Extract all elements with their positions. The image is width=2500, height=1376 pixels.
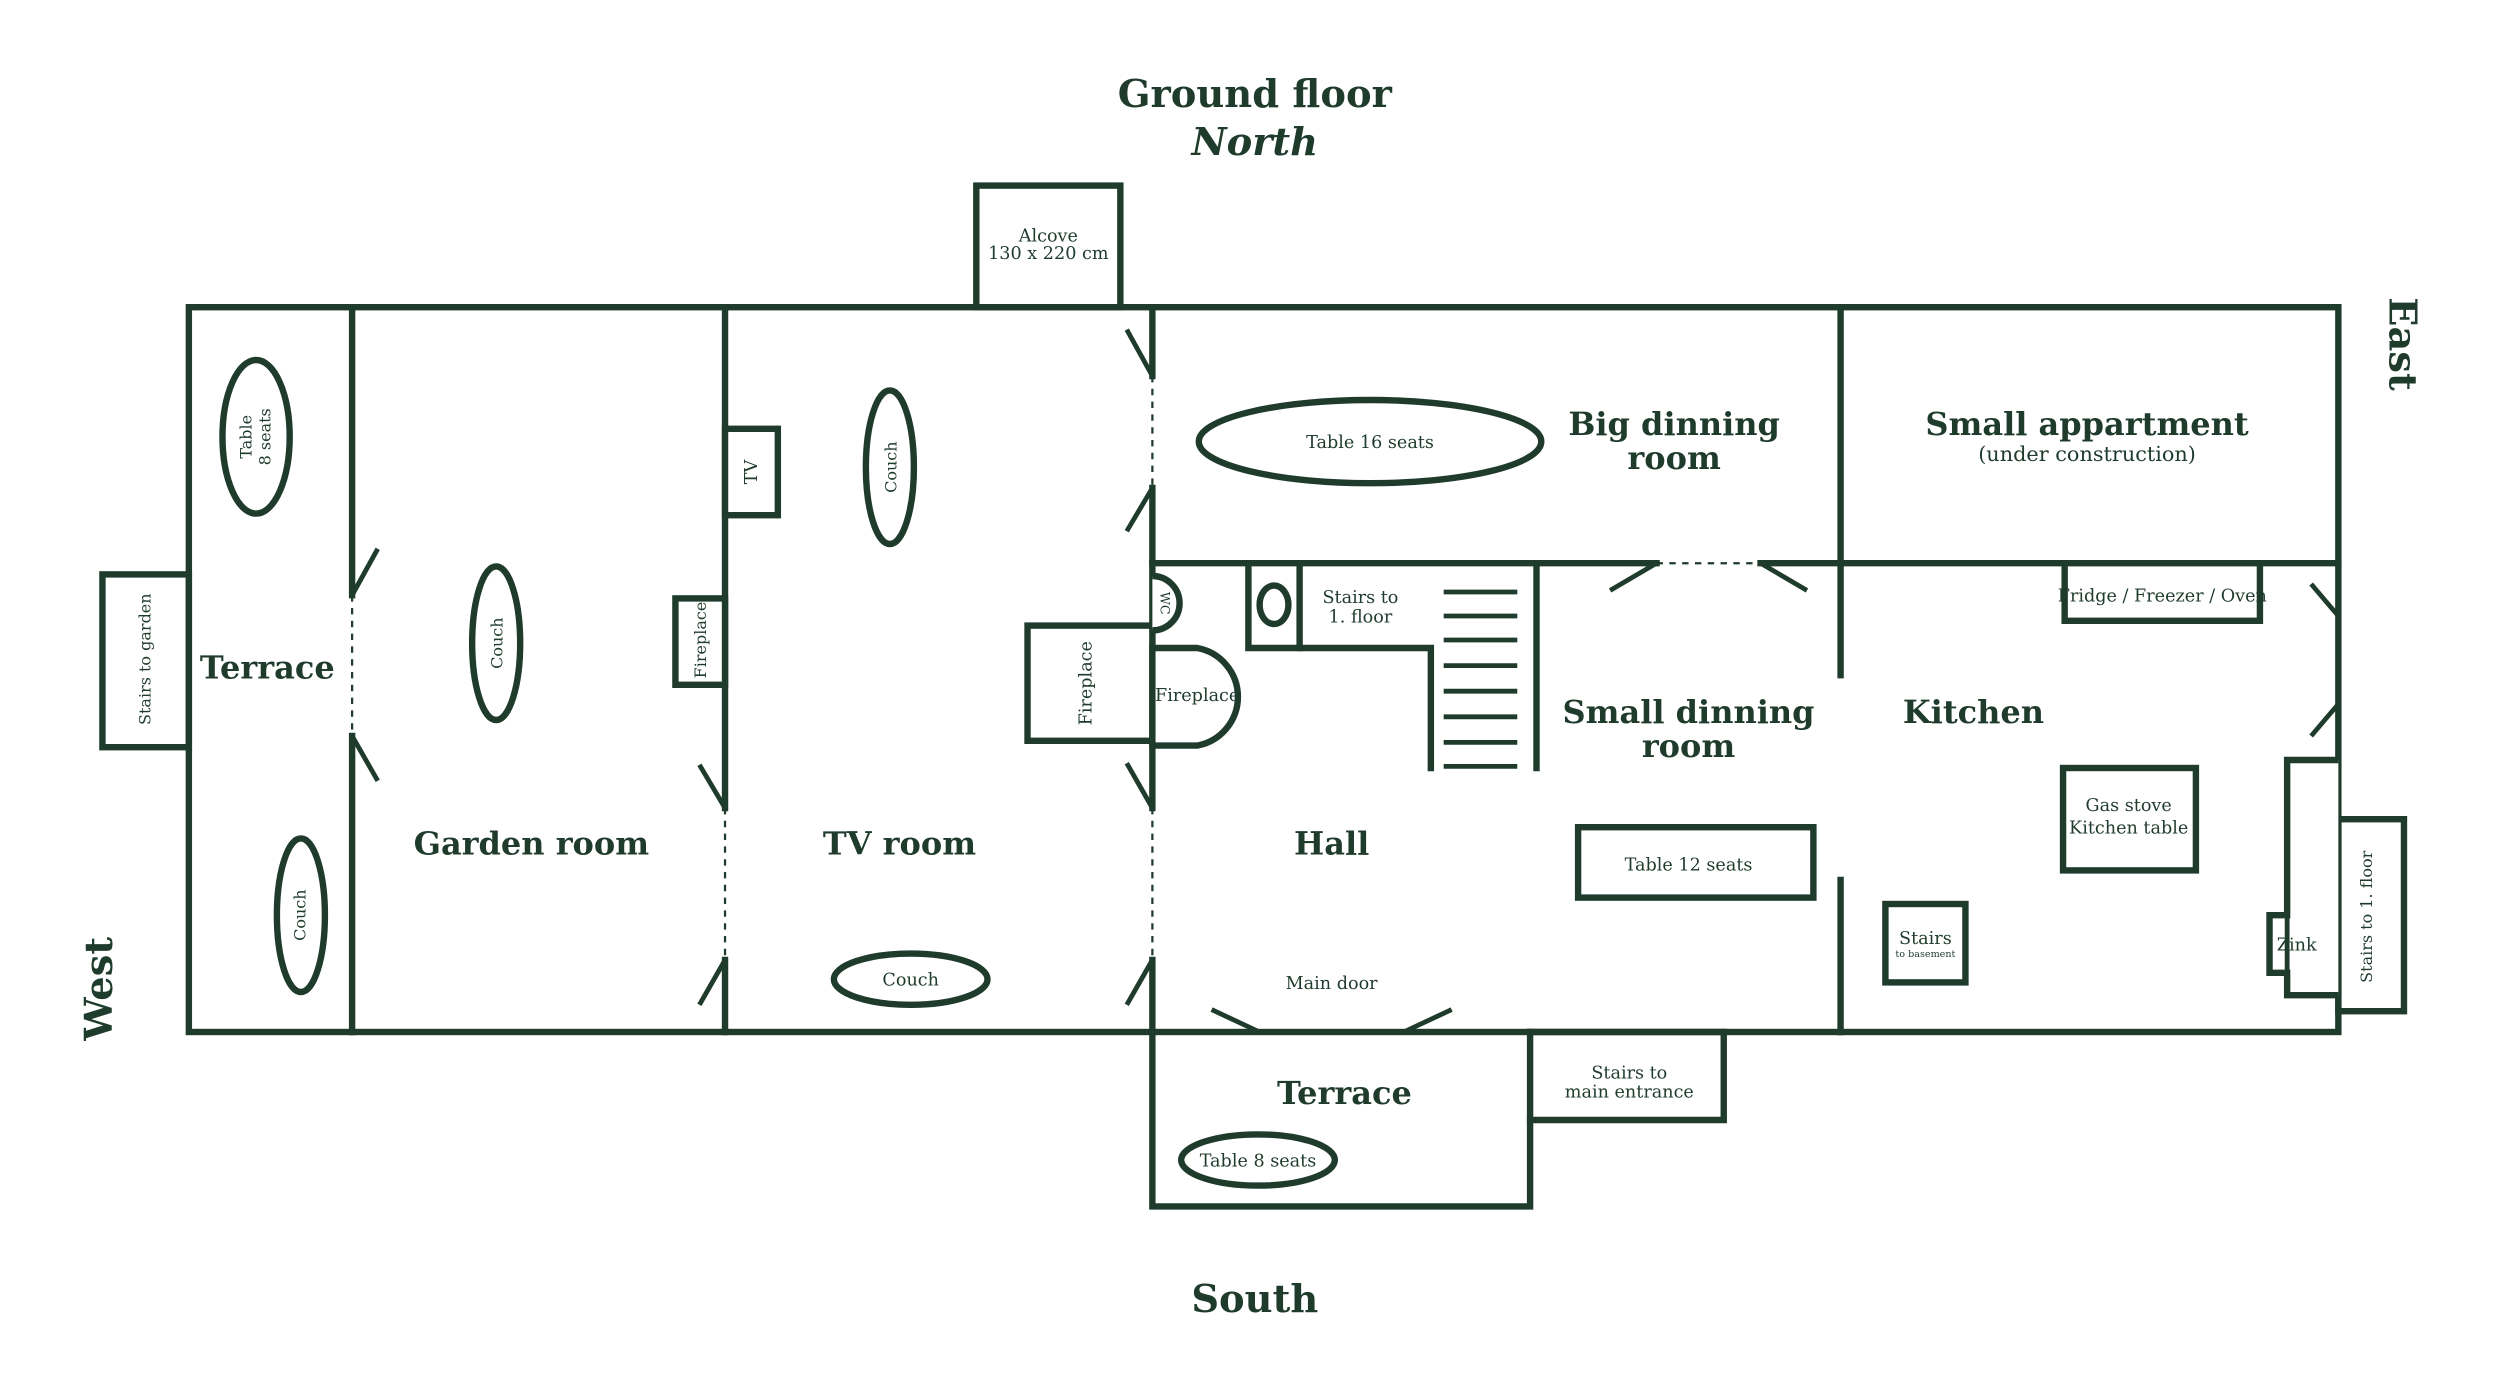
gas-stove-label-2: Kitchen table bbox=[2069, 819, 2188, 839]
fireplace-garden-label: Fireplace bbox=[691, 602, 710, 679]
couch-terrace bbox=[273, 835, 329, 996]
stairs-first-label-1: Stairs to bbox=[1322, 588, 1398, 608]
room-garden: Garden room bbox=[414, 824, 650, 862]
fridge-label: Fridge / Freezer / Oven bbox=[2058, 587, 2267, 607]
room-terrace-south: Terrace bbox=[1277, 1074, 1412, 1112]
stairs-first-label-2: 1. floor bbox=[1329, 607, 1393, 627]
room-small-apartment: Small appartment bbox=[1925, 405, 2249, 443]
gas-stove-label-1: Gas stove bbox=[2086, 796, 2172, 816]
fireplace-tv bbox=[1024, 622, 1156, 744]
room-small-dining-2: room bbox=[1642, 727, 1736, 765]
room-kitchen: Kitchen bbox=[1903, 693, 2044, 731]
furniture bbox=[219, 356, 2339, 1189]
alcove-label-2: 130 x 220 cm bbox=[988, 244, 1109, 264]
table-8-south-label: Table 8 seats bbox=[1200, 1151, 1317, 1171]
room-big-dining-2: room bbox=[1627, 439, 1721, 477]
fireplace-garden bbox=[672, 595, 729, 688]
couch-garden-label: Couch bbox=[488, 617, 507, 668]
couch-tv-top bbox=[862, 387, 918, 548]
table-16 bbox=[1195, 396, 1545, 487]
stair-treads bbox=[1443, 589, 1518, 769]
room-hall: Hall bbox=[1294, 824, 1369, 862]
room-big-dining-1: Big dinning bbox=[1568, 405, 1780, 443]
stairs-main-label-1: Stairs to bbox=[1591, 1063, 1667, 1083]
room-tv: TV room bbox=[823, 824, 976, 862]
wc-basin bbox=[1256, 582, 1292, 628]
table-12-label: Table 12 seats bbox=[1625, 855, 1753, 875]
zink-counter bbox=[2266, 756, 2339, 999]
stairs-first-east-label: Stairs to 1. floor bbox=[2357, 850, 2376, 982]
west-label: West bbox=[77, 937, 122, 1042]
tv-label: TV bbox=[742, 459, 762, 484]
couch-tv-top-label: Couch bbox=[881, 441, 900, 492]
couch-garden bbox=[468, 563, 524, 724]
door-swings bbox=[350, 328, 2341, 1035]
gas-stove bbox=[2059, 764, 2200, 874]
table-8-west-label-1: Table bbox=[236, 415, 255, 459]
east-label: East bbox=[2380, 297, 2425, 391]
room-small-dining-1: Small dinning bbox=[1563, 693, 1815, 731]
table-8-south bbox=[1177, 1131, 1339, 1189]
fixture-labels: Alcove 130 x 220 cm Stairs to garden Tab… bbox=[135, 227, 2376, 1172]
stairs-basement-label-1: Stairs bbox=[1899, 929, 1952, 949]
stairs-main-label-2: main entrance bbox=[1565, 1083, 1694, 1103]
table-8-west bbox=[219, 356, 293, 517]
table-16-label: Table 16 seats bbox=[1306, 433, 1434, 453]
wc-fixture bbox=[1152, 572, 1183, 634]
room-labels: Terrace Garden room TV room Hall Big din… bbox=[200, 405, 2249, 1112]
room-small-apartment-note: (under construction) bbox=[1978, 442, 2196, 466]
room-terrace-west: Terrace bbox=[200, 648, 335, 686]
stairs-basement bbox=[1882, 900, 1969, 986]
stairs-garden-label: Stairs to garden bbox=[135, 593, 154, 725]
plan-title: Ground floor bbox=[1118, 72, 1393, 117]
tv-unit bbox=[721, 425, 782, 519]
fireplace-tv-label: Fireplace bbox=[1077, 641, 1097, 725]
couch-terrace-label: Couch bbox=[291, 889, 310, 940]
south-label: South bbox=[1191, 1277, 1318, 1322]
table-8-west-label-2: 8 seats bbox=[255, 408, 274, 465]
stairs-basement-label-2: to basement bbox=[1895, 949, 1955, 960]
wc-label: WC bbox=[1156, 592, 1171, 615]
fireplace-hall-label: Fireplace bbox=[1155, 686, 1239, 706]
fireplace-hall bbox=[1149, 644, 1242, 749]
fridge-unit bbox=[2061, 560, 2264, 624]
outer-walls bbox=[99, 182, 2408, 1210]
couch-tv-bottom-label: Couch bbox=[882, 971, 939, 991]
main-door-label: Main door bbox=[1286, 974, 1379, 994]
north-label: North bbox=[1190, 120, 1319, 165]
zink-label: Zink bbox=[2277, 935, 2317, 955]
table-12 bbox=[1574, 824, 1817, 901]
alcove-label-1: Alcove bbox=[1018, 227, 1078, 247]
couch-tv-bottom bbox=[830, 950, 991, 1008]
